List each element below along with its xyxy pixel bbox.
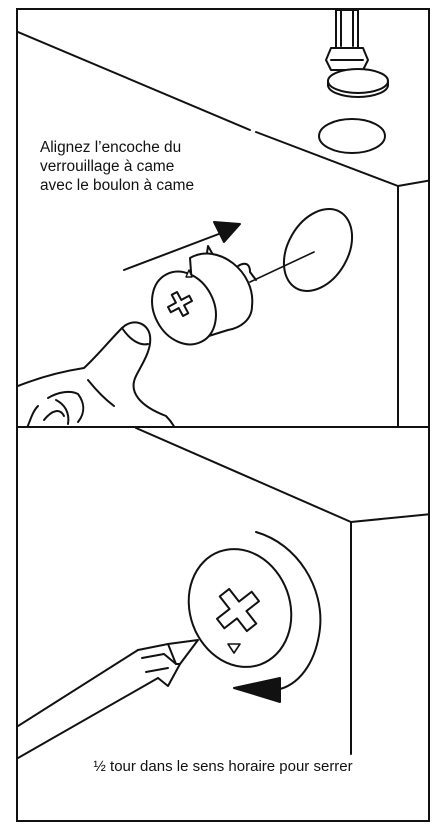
cam-lock-hole: [270, 197, 366, 303]
hand-pushing-icon: [18, 322, 176, 428]
step-1-illustration: [18, 10, 430, 428]
cam-lock: [140, 246, 256, 356]
step-2-caption: ½ tour dans le sens horaire pour serrer: [18, 758, 428, 775]
screwdriver-icon: [18, 640, 198, 758]
step-1-instruction: Alignez l’encoche du verrouillage à came…: [40, 138, 300, 195]
cam-lock-face: [172, 535, 307, 682]
step-1-panel: Alignez l’encoche du verrouillage à came…: [16, 8, 430, 428]
step-2-panel: ½ tour dans le sens horaire pour serrer: [16, 426, 430, 822]
cam-bolt-hole: [319, 119, 385, 153]
cam-bolt-with-bit: [326, 10, 388, 97]
